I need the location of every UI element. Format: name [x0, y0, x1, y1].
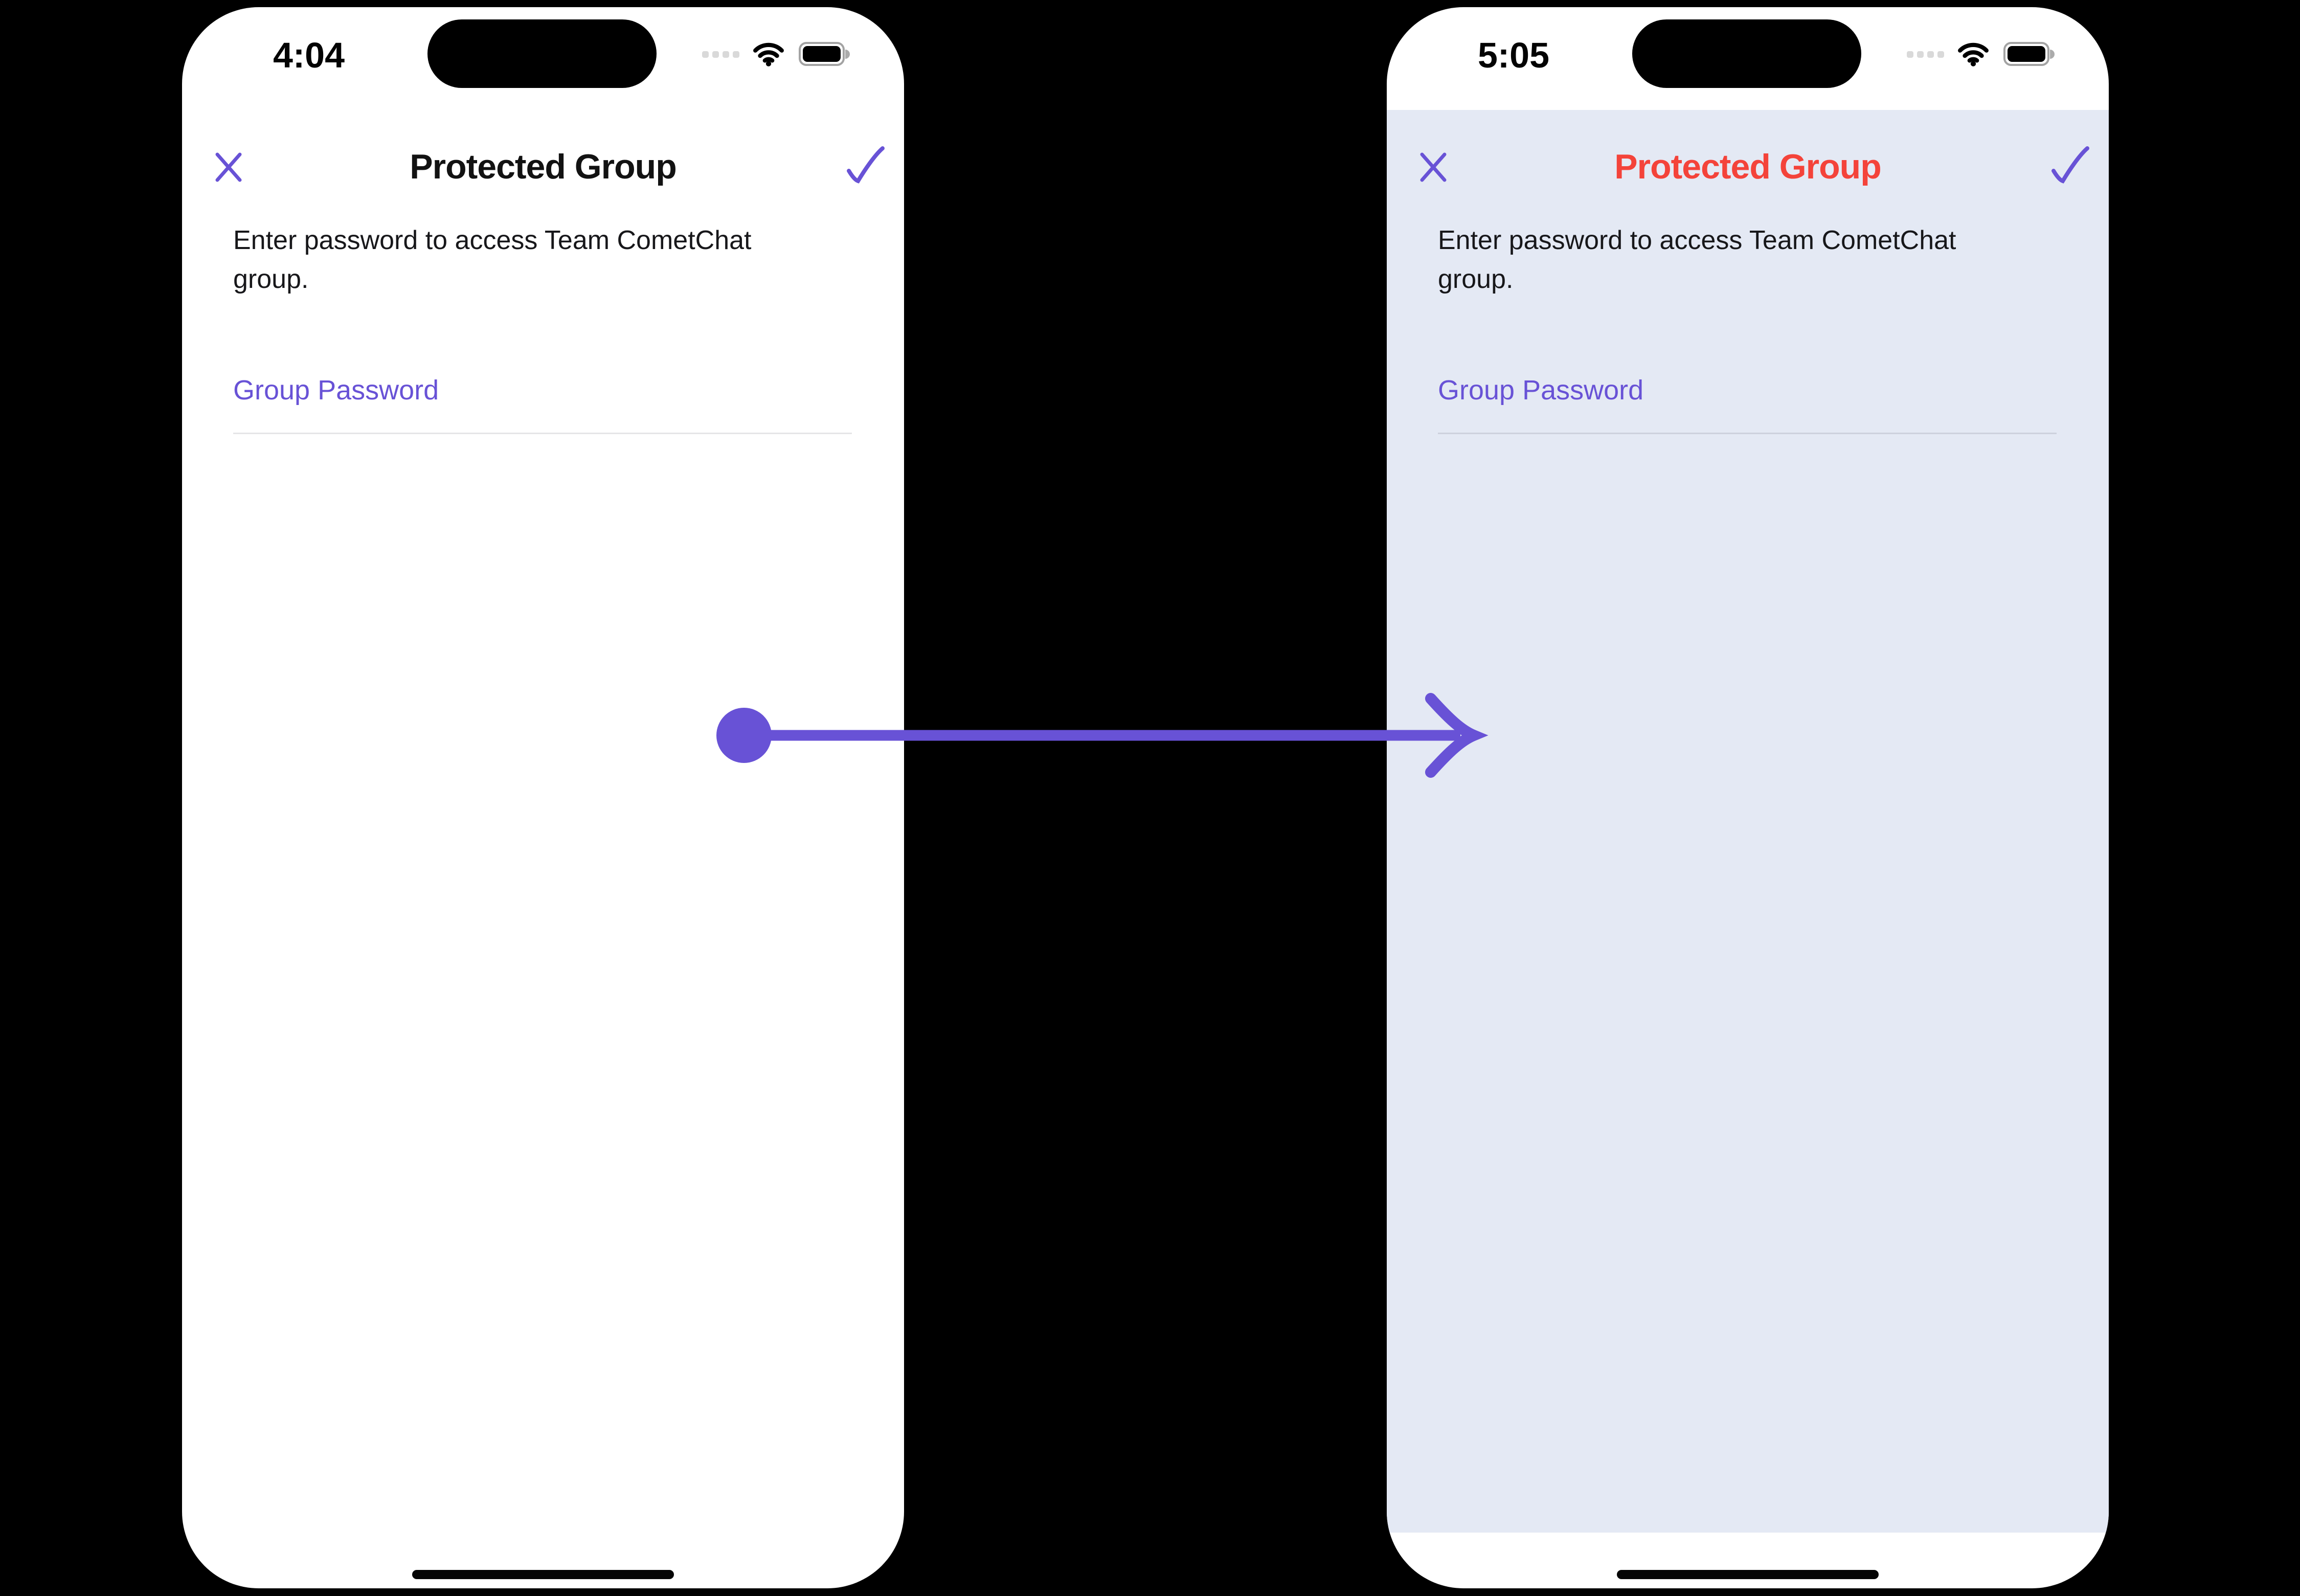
group-description: Enter password to access Team CometChat …: [233, 226, 752, 294]
phone-default-theme: 4:04 Protected Group: [182, 7, 904, 1588]
battery-icon: [2003, 42, 2055, 66]
battery-icon: [799, 42, 850, 66]
group-description: Enter password to access Team CometChat …: [1438, 226, 1956, 294]
home-indicator[interactable]: [1617, 1570, 1879, 1579]
home-indicator[interactable]: [412, 1570, 674, 1579]
tinted-screen-background: [1387, 110, 2109, 1533]
group-password-field[interactable]: Group Password: [233, 364, 852, 437]
status-icons: [1907, 39, 2055, 70]
nav-bar: Protected Group: [182, 141, 904, 192]
cellular-signal-icon: [702, 51, 739, 58]
close-button[interactable]: [1419, 151, 1447, 183]
confirm-button[interactable]: [845, 144, 886, 188]
wifi-icon: [1958, 42, 1989, 66]
field-underline: [1438, 433, 2057, 434]
status-time: 4:04: [273, 35, 345, 75]
field-underline: [233, 433, 852, 434]
group-password-field[interactable]: Group Password: [1438, 364, 2057, 437]
dynamic-island: [1632, 19, 1861, 88]
wifi-icon: [753, 42, 784, 66]
cellular-signal-icon: [1907, 51, 1944, 58]
group-password-label: Group Password: [233, 375, 439, 406]
confirm-button[interactable]: [2049, 144, 2090, 188]
page-title: Protected Group: [410, 147, 677, 186]
phone-custom-theme: 5:05 Protected Group: [1387, 7, 2109, 1588]
status-icons: [702, 39, 850, 70]
dynamic-island: [427, 19, 657, 88]
close-button[interactable]: [215, 151, 242, 183]
nav-bar: Protected Group: [1387, 141, 2109, 192]
group-password-label: Group Password: [1438, 375, 1644, 406]
page-title: Protected Group: [1614, 147, 1882, 186]
status-time: 5:05: [1477, 35, 1550, 75]
